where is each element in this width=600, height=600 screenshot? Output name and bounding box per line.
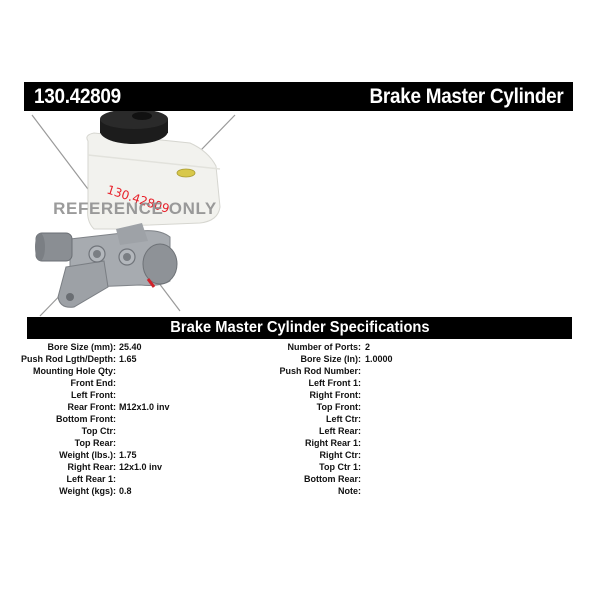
spec-row: Mounting Hole Qty: (0, 365, 116, 377)
spec-label: Top Ctr 1: (319, 462, 361, 472)
spec-label: Left Front 1: (308, 378, 362, 388)
spec-label: Bore Size (In): (300, 354, 361, 364)
spec-label: Weight (kgs): (59, 486, 116, 496)
spec-label: Left Rear 1: (66, 474, 116, 484)
spec-label: Mounting Hole Qty: (33, 366, 116, 376)
spec-row: Note: (0, 485, 361, 497)
spec-label: Right Rear: (67, 462, 116, 472)
product-title: Brake Master Cylinder (369, 84, 563, 108)
spec-row: Bore Size (mm):25.40 (0, 341, 141, 353)
spec-value: 0.8 (119, 486, 132, 496)
spec-row: Push Rod Lgth/Depth:1.65 (0, 353, 137, 365)
spec-row: Left Rear 1: (0, 473, 116, 485)
spec-label: Push Rod Number: (279, 366, 361, 376)
spec-row: Top Ctr: (0, 425, 116, 437)
spec-row: Left Rear: (0, 425, 361, 437)
spec-value: M12x1.0 inv (119, 402, 170, 412)
spec-row: Top Rear: (0, 437, 116, 449)
spec-row: Bottom Rear: (0, 473, 361, 485)
spec-label: Note: (338, 486, 361, 496)
spec-value: 2 (365, 342, 371, 352)
reference-only-watermark: REFERENCE ONLY (53, 199, 217, 218)
spec-row: Bore Size (In): 1.0000 (0, 353, 392, 365)
spec-label: Rear Front: (67, 402, 116, 412)
spec-row: Right Rear 1: (0, 437, 361, 449)
spec-label: Right Ctr: (319, 450, 362, 460)
spec-label: Left Front: (71, 390, 116, 400)
spec-row: Right Ctr: (0, 449, 362, 461)
spec-row: Right Rear:12x1.0 inv (0, 461, 162, 473)
spec-label: Front End: (70, 378, 117, 388)
spec-value: 25.40 (119, 342, 142, 352)
spec-label: Bore Size (mm): (47, 342, 116, 352)
spec-row: Bottom Front: (0, 413, 116, 425)
spec-row: Left Front: (0, 389, 116, 401)
spec-row: Weight (kgs):0.8 (0, 485, 131, 497)
specs-title: Brake Master Cylinder Specifications (169, 319, 430, 336)
spec-label: Top Front: (316, 402, 361, 412)
spec-row: Left Front 1: (0, 377, 362, 389)
specs-right-column: Number of Ports:2 Bore Size (In):1.0000 … (0, 341, 392, 497)
part-number: 130.42809 (34, 84, 121, 108)
spec-row: Left Ctr: (0, 413, 361, 425)
spec-label: Left Ctr: (326, 414, 361, 424)
specs-left-column: Bore Size (mm):25.40 Push Rod Lgth/Depth… (0, 341, 170, 497)
spec-label: Top Ctr: (81, 426, 116, 436)
spec-row: Top Front: (0, 401, 361, 413)
spec-label: Right Front: (309, 390, 361, 400)
spec-row: Rear Front:M12x1.0 inv (0, 401, 169, 413)
product-image: 130.42809 REFERENCE ONLY (30, 109, 240, 317)
spec-label: Bottom Rear: (303, 474, 361, 484)
spec-row: Right Front: (0, 389, 361, 401)
spec-value: 1.0000 (365, 354, 393, 364)
header-bar: 130.42809 Brake Master Cylinder (24, 82, 573, 111)
specs-title-bar: Brake Master Cylinder Specifications (27, 317, 572, 339)
spec-value: 12x1.0 inv (119, 462, 163, 472)
spec-label: Weight (lbs.): (59, 450, 116, 460)
spec-label: Push Rod Lgth/Depth: (21, 354, 116, 364)
spec-row: Front End: (0, 377, 117, 389)
spec-row: Top Ctr 1: (0, 461, 361, 473)
spec-row: Weight (lbs.):1.75 (0, 449, 136, 461)
spec-row: Number of Ports: 2 (0, 341, 370, 353)
spec-label: Left Rear: (318, 426, 361, 436)
spec-value: 1.65 (119, 354, 137, 364)
spec-label: Number of Ports: (287, 342, 361, 352)
spec-label: Bottom Front: (56, 414, 116, 424)
spec-value: 1.75 (119, 450, 137, 460)
spec-label: Top Rear: (74, 438, 116, 448)
spec-label: Right Rear 1: (304, 438, 361, 448)
spec-row: Push Rod Number: (0, 365, 361, 377)
